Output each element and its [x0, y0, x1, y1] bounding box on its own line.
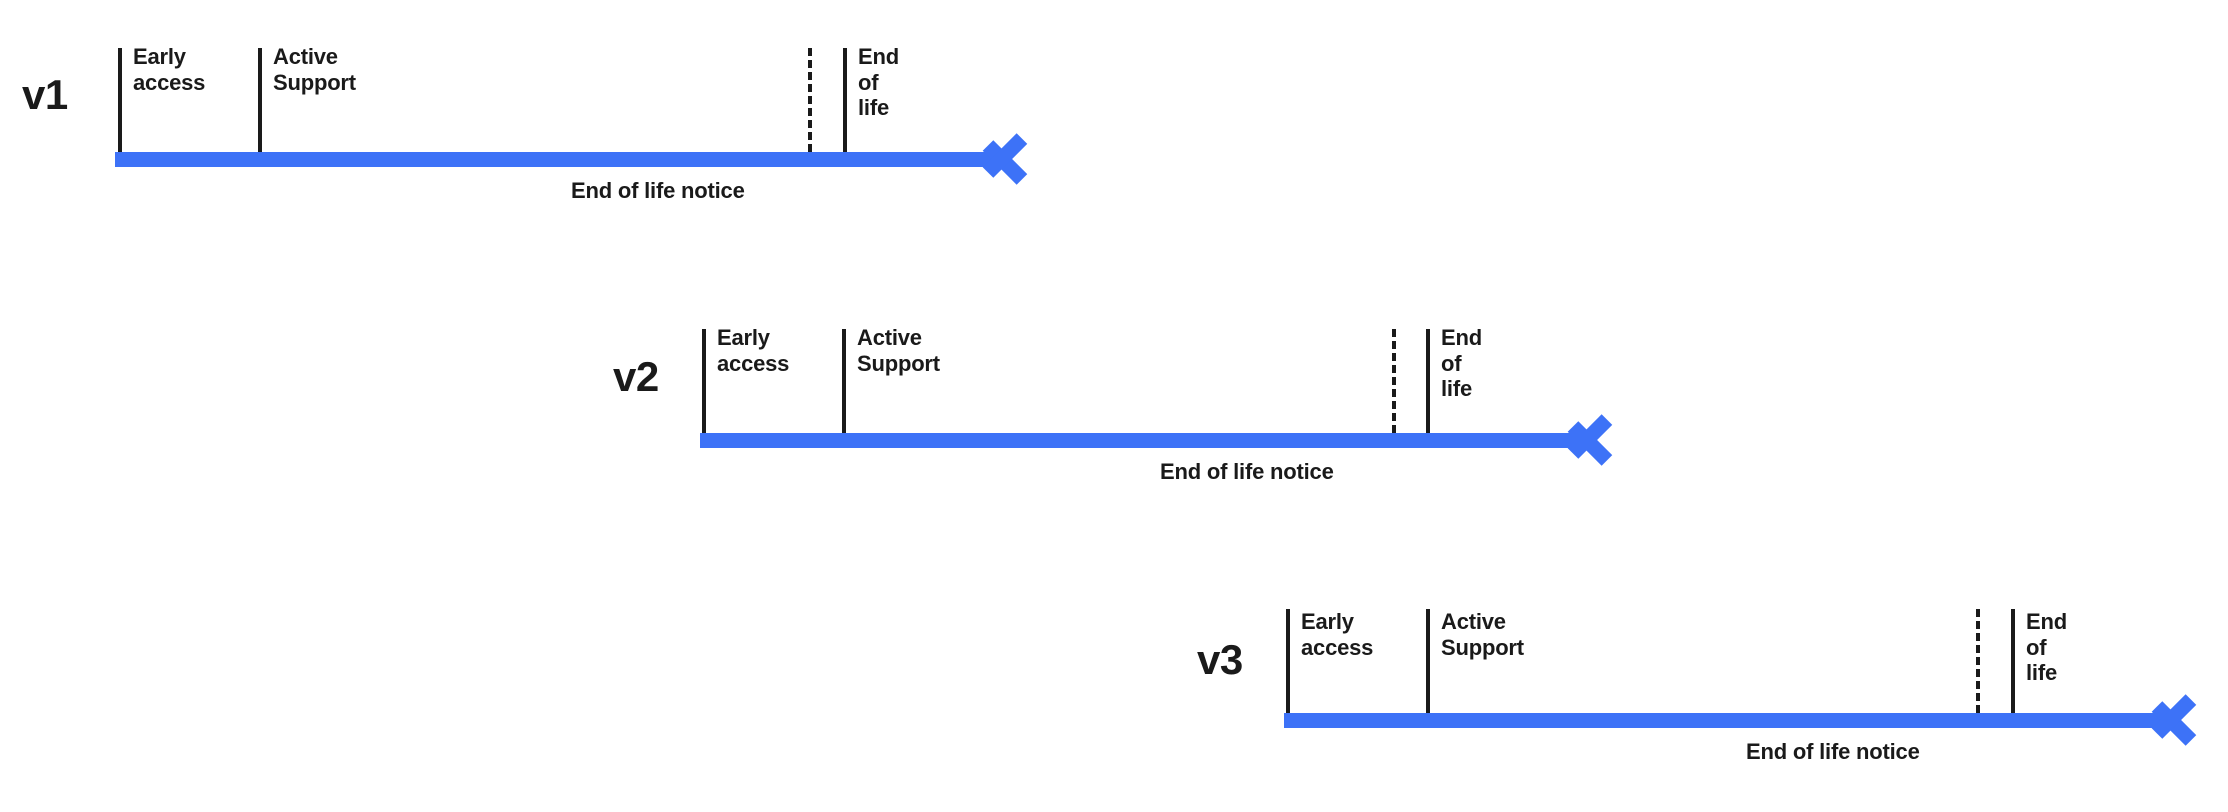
phase-divider [258, 48, 262, 152]
version-label: v3 [1197, 636, 1243, 683]
phase-label: Active Support [857, 325, 940, 376]
timeline-bar [115, 152, 1000, 167]
end-of-life-notice-label: End of life notice [1160, 459, 1334, 484]
phase-divider [1426, 329, 1430, 433]
version-label: v1 [22, 71, 68, 118]
arrow-right-icon [1573, 411, 1619, 469]
end-of-life-notice-label: End of life notice [1746, 739, 1920, 764]
phase-divider [842, 329, 846, 433]
phase-label: Early access [717, 325, 790, 376]
phase-label: Early access [1301, 609, 1374, 660]
phase-label: End of life [858, 44, 899, 121]
phase-label: Early access [133, 44, 206, 95]
end-of-life-notice-marker [808, 48, 812, 152]
phase-divider [1286, 609, 1290, 713]
end-of-life-notice-label: End of life notice [571, 178, 745, 203]
arrow-right-icon [988, 130, 1034, 188]
phase-label: Active Support [1441, 609, 1524, 660]
phase-divider [843, 48, 847, 152]
phase-divider [118, 48, 122, 152]
timeline-bar [1284, 713, 2169, 728]
phase-divider [702, 329, 706, 433]
phase-divider [1426, 609, 1430, 713]
end-of-life-notice-marker [1976, 609, 1980, 713]
version-label: v2 [613, 353, 659, 400]
phase-label: End of life [2026, 609, 2067, 686]
timeline-bar [700, 433, 1585, 448]
phase-divider [2011, 609, 2015, 713]
phase-label: End of life [1441, 325, 1482, 402]
end-of-life-notice-marker [1392, 329, 1396, 433]
arrow-right-icon [2157, 691, 2203, 749]
phase-label: Active Support [273, 44, 356, 95]
